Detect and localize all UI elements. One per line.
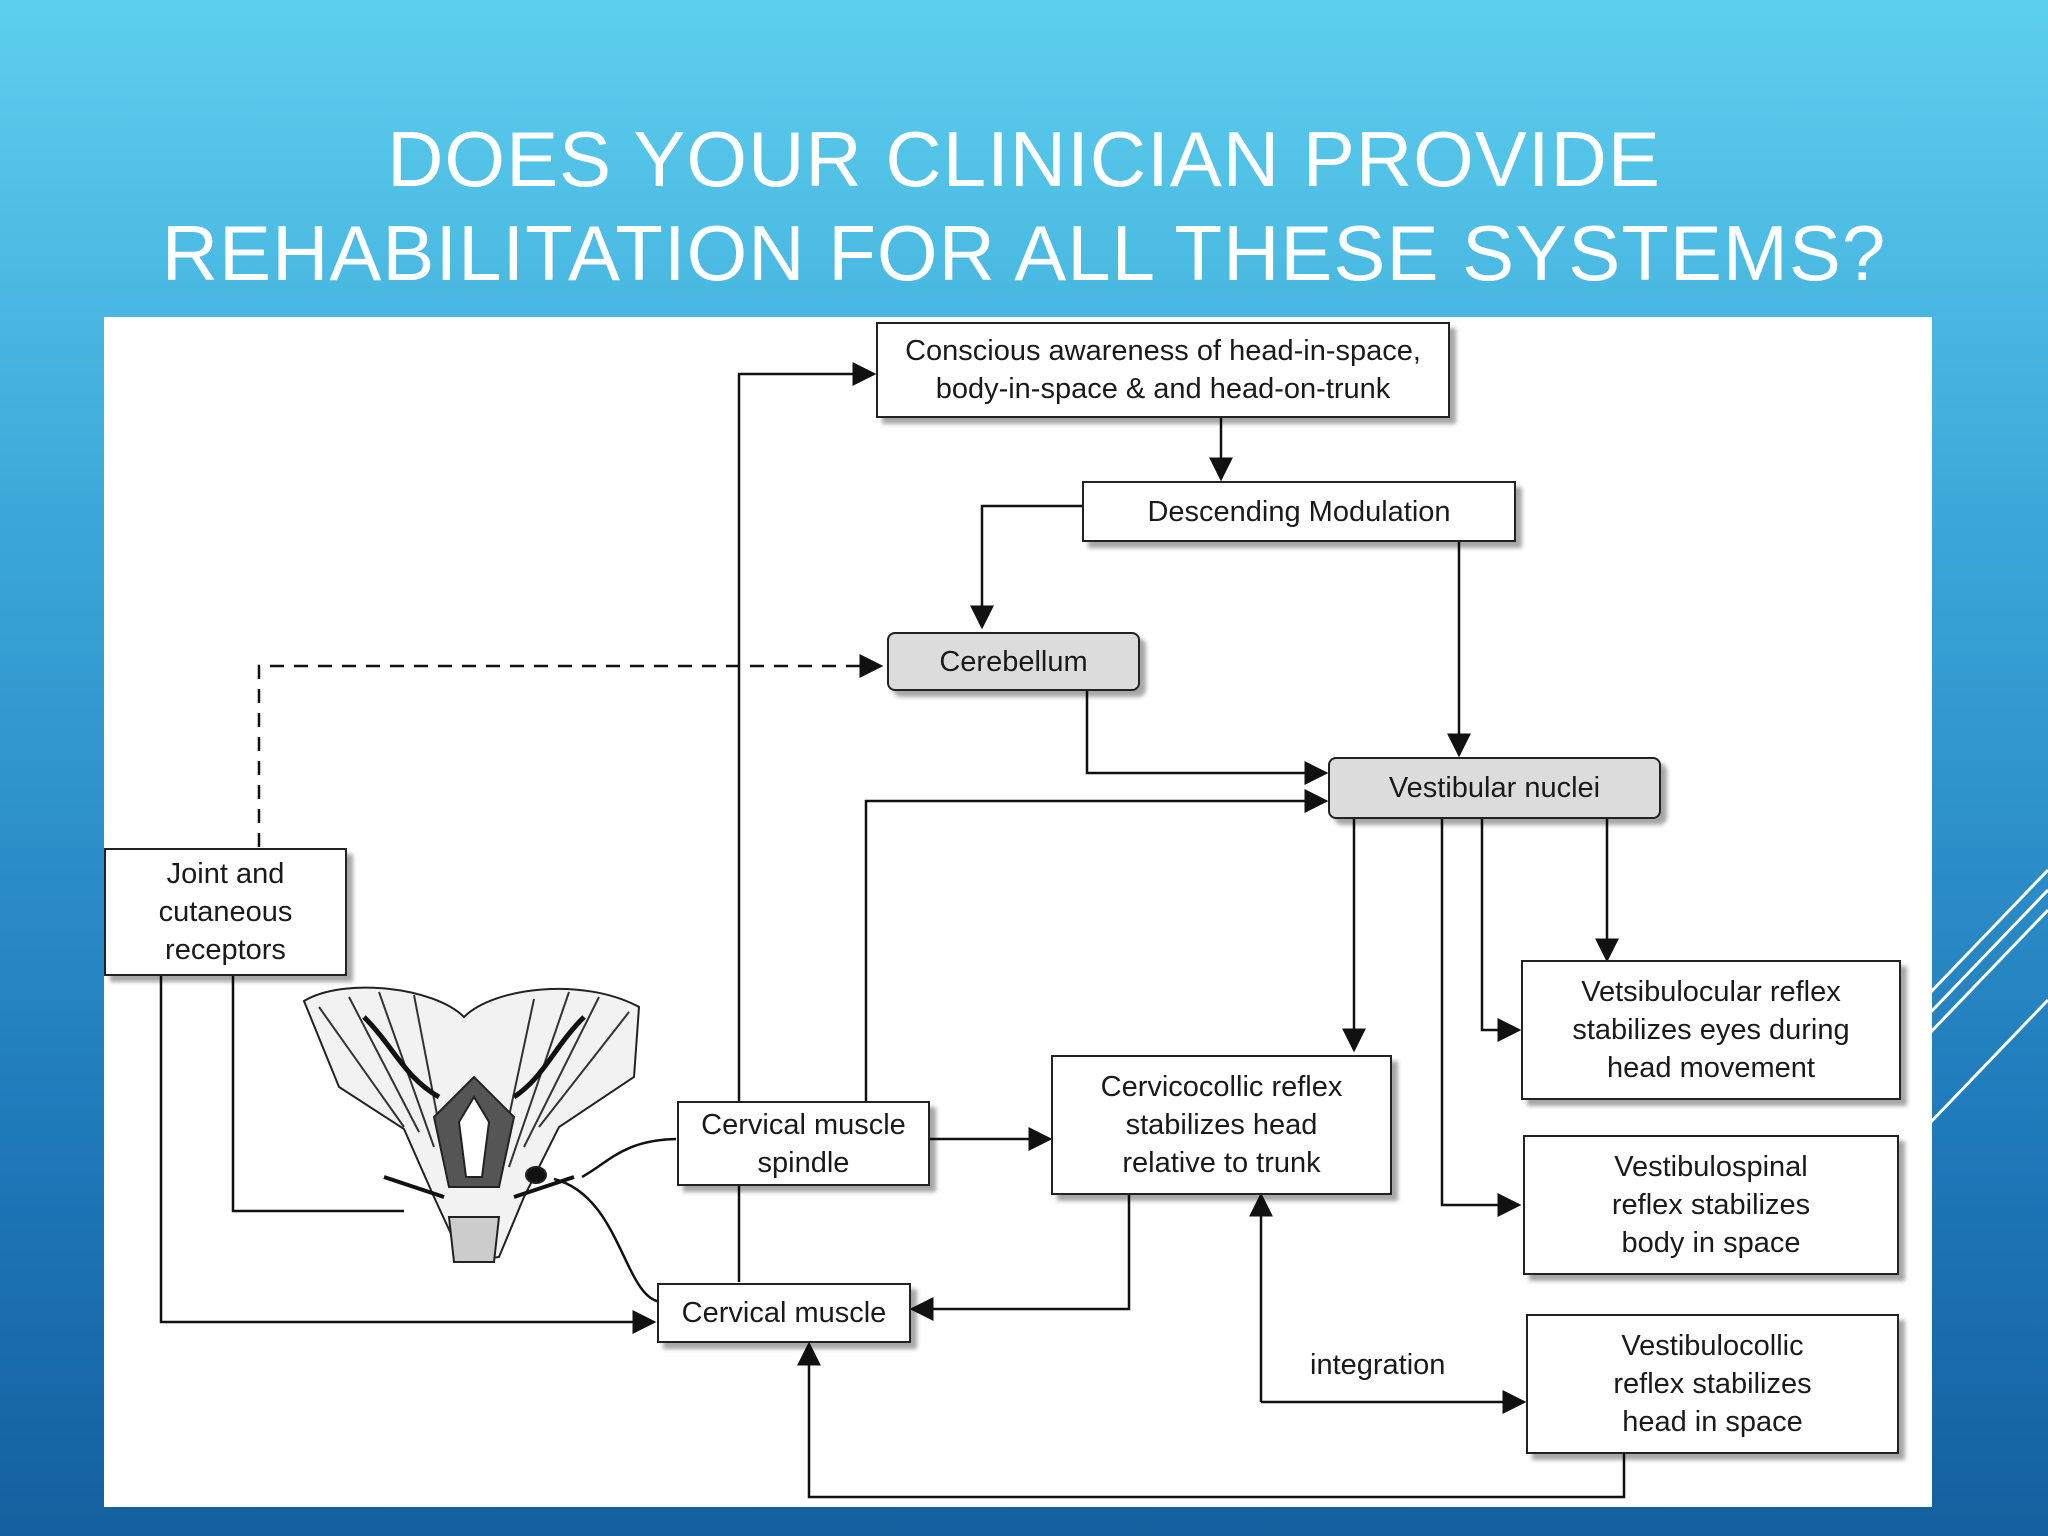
arrow-cervicocollic-to-muscle [909, 1195, 1131, 1321]
box-vestibulospinal-reflex: Vestibulospinal reflex stabilizes body i… [1523, 1135, 1899, 1275]
arrow-descending-to-cerebellum [970, 504, 1082, 630]
arrow-joint-to-cerebellum [257, 654, 884, 847]
box-vestibulocollic-reflex: Vestibulocollic reflex stabilizes head i… [1526, 1314, 1899, 1454]
box-vestibular-nuclei: Vestibular nuclei [1328, 757, 1661, 819]
arrow-vestibular-to-vestibulocular-side [1480, 819, 1522, 1042]
box-conscious-awareness: Conscious awareness of head-in-space, bo… [876, 322, 1450, 418]
nerve-to-muscle [553, 1177, 667, 1304]
decorative-stripes [1928, 868, 2048, 1127]
box-joint-receptors: Joint and cutaneous receptors [104, 848, 347, 976]
box-cervicocollic-reflex: Cervicocollic reflex stabilizes head rel… [1051, 1055, 1392, 1195]
arrow-joint-to-muscle [159, 976, 657, 1334]
arrow-vestibular-to-vestibulospinal [1440, 819, 1522, 1217]
arrow-to-awareness [737, 362, 877, 1282]
box-vestibulocular-reflex: Vetsibulocular reflex stabilizes eyes du… [1521, 960, 1901, 1100]
title-line-2: REHABILITATION FOR ALL THESE SYSTEMS? [161, 209, 1887, 297]
nerve-to-spindle [581, 1137, 677, 1179]
neck-vertebra-illustration [302, 986, 641, 1264]
diagram-connectors [159, 362, 1626, 1499]
integration-label: integration [1310, 1349, 1446, 1381]
box-cerebellum: Cerebellum [887, 632, 1140, 691]
box-cervical-muscle: Cervical muscle [657, 1283, 911, 1343]
title-line-1: DOES YOUR CLINICIAN PROVIDE [387, 115, 1661, 203]
diagram-panel: Conscious awareness of head-in-space, bo… [104, 317, 1932, 1507]
slide-title: DOES YOUR CLINICIAN PROVIDE REHABILITATI… [0, 112, 2048, 300]
arrow-spindle-to-vestibular [864, 789, 1329, 1101]
line-joint-to-neck [231, 976, 404, 1213]
box-cervical-muscle-spindle: Cervical muscle spindle [677, 1101, 930, 1186]
arrow-vestibulocollic-to-muscle [797, 1341, 1626, 1499]
arrow-cerebellum-to-vestibular [1085, 691, 1329, 785]
box-descending-modulation: Descending Modulation [1082, 481, 1516, 542]
